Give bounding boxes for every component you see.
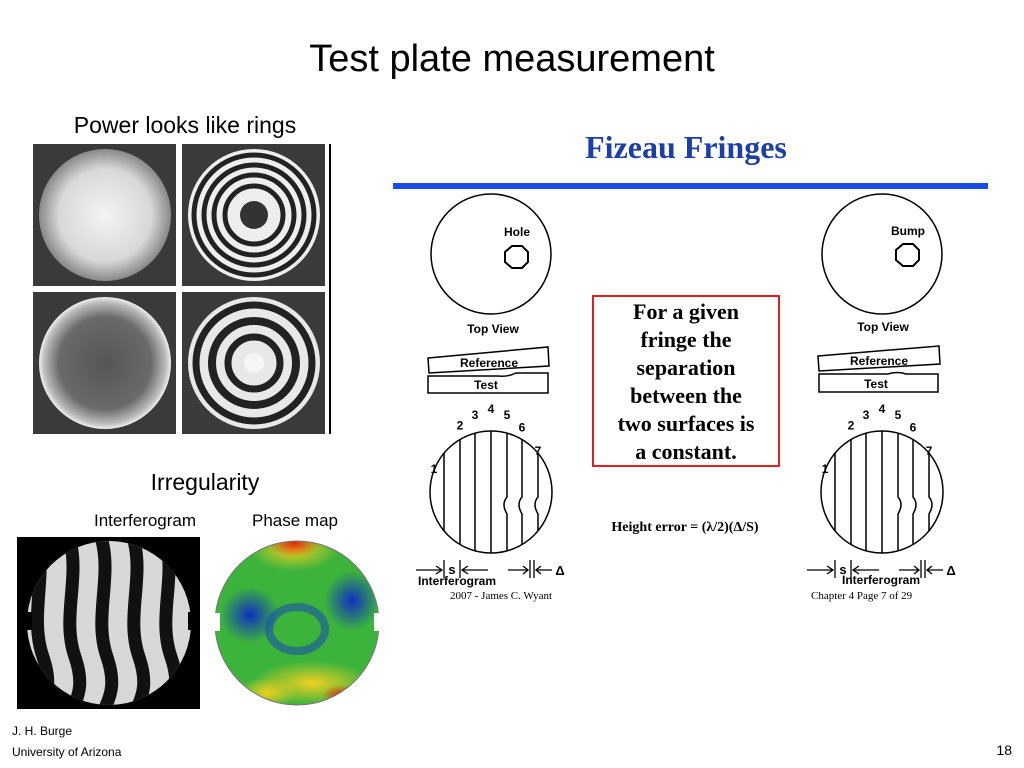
credit-right: Chapter 4 Page 7 of 29 [811,590,913,602]
reference-label-left: Reference [460,356,518,370]
phase-map-image [212,540,382,706]
page-number: 18 [996,742,1012,758]
hole-shape [504,245,529,269]
page-title: Test plate measurement [309,38,715,80]
reference-label-right: Reference [850,354,908,368]
blue-rule [393,183,988,189]
callout-line: between the [630,383,742,408]
callout-line: two surfaces is [618,411,755,436]
power-rings-photo-grid [33,144,331,434]
callout-text: For a given fringe the separation between t… [618,299,755,464]
fringe-line [534,453,539,531]
fringe-number: 6 [910,420,917,434]
fringe-number: 3 [472,408,479,422]
fringe-number: 6 [519,420,526,434]
test-label-left: Test [474,378,498,392]
fringe-line [503,433,508,551]
irregularity-label: Irregularity [150,469,260,495]
fringe-number: 7 [535,444,542,458]
rings-image-bottom [188,297,320,429]
delta-label: Δ [555,563,564,578]
delta-label: Δ [946,563,955,578]
callout-line: separation [637,355,736,380]
phase-map-label: Phase map [252,511,338,530]
callout-line: a constant. [635,439,736,464]
rings-image-top [188,149,320,281]
fringe-number: 2 [848,418,855,432]
fringe-number: 5 [504,408,511,422]
affiliation: University of Arizona [12,745,122,759]
top-view-circle-left [430,193,552,315]
callout-line: fringe the [640,327,731,352]
top-view-label-right: Top View [857,320,909,334]
fringe-line [897,433,902,551]
top-view-circle-right [821,193,943,315]
bump-shape [895,243,920,267]
interferogram-image [17,537,200,709]
s-label: s [448,562,455,577]
hole-label: Hole [504,225,530,239]
callout-line: For a given [633,299,739,324]
power-label: Power looks like rings [73,112,297,138]
fringe-number: 4 [488,402,495,416]
interferogram-caption-right: Interferogram [842,573,920,587]
fringe-line [518,439,523,545]
fringe-line [912,439,917,545]
top-view-label-left: Top View [467,322,519,336]
height-error-formula: Height error = (λ/2)(Δ/S) [611,520,758,535]
fringe-line [928,453,933,531]
bump-label: Bump [891,224,925,238]
fringe-number: 3 [863,408,870,422]
fringe-number: 1 [431,462,438,476]
author-name: J. H. Burge [12,724,73,738]
fringe-number: 5 [895,408,902,422]
s-label: s [839,562,846,577]
interferogram-caption-left: Interferogram [418,574,496,588]
credit-left: 2007 - James C. Wyant [450,590,552,602]
fringe-number: 4 [879,402,886,416]
fizeau-fringes-figure: Fizeau Fringes Hole Top View Reference T… [393,129,988,602]
figure-heading: Fizeau Fringes [585,129,787,165]
fringe-number: 2 [457,418,464,432]
interferogram-label: Interferogram [93,511,197,530]
fringe-number: 7 [926,444,933,458]
test-label-right: Test [864,377,888,391]
fringe-number: 1 [822,462,829,476]
callout-box [592,295,780,467]
